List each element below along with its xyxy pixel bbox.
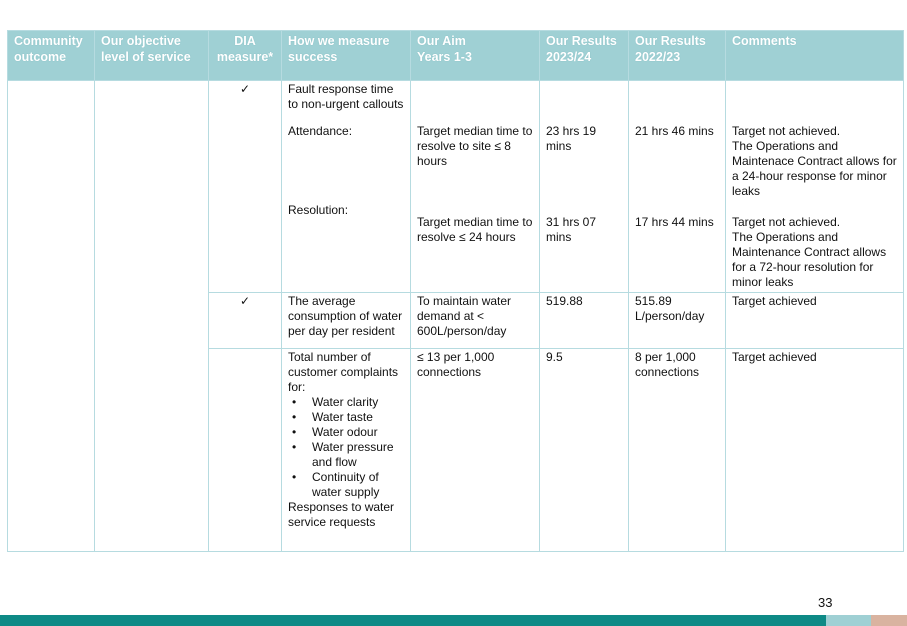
cell-aim-consumption: To maintain water demand at < 600L/perso…	[410, 292, 540, 349]
resolution-comment-detail: The Operations and Maintenance Contract …	[732, 230, 887, 289]
cell-measure-fault-response: Fault response time to non-urgent callou…	[281, 80, 411, 293]
resolution-comment-status: Target not achieved.	[732, 215, 841, 229]
header-dia-measure: DIA measure*	[208, 30, 282, 81]
resolution-result-2223: 17 hrs 44 mins	[635, 215, 714, 229]
cell-community-outcome	[7, 80, 95, 552]
complaints-intro: Total number of customer complaints for:	[288, 350, 399, 394]
attendance-result-2324: 23 hrs 19 mins	[546, 124, 597, 153]
header-how-we-measure: How we measure success	[281, 30, 411, 81]
attendance-result-2223: 21 hrs 46 mins	[635, 124, 714, 138]
cell-comments-fault-response: Target not achieved. The Operations and …	[725, 80, 904, 293]
levels-of-service-table: Community outcome Our objective level of…	[7, 30, 904, 552]
header-results-2023-24: Our Results 2023/24	[539, 30, 629, 81]
cell-measure-consumption: The average consumption of water per day…	[281, 292, 411, 349]
cell-result-2223-complaints: 8 per 1,000 connections	[628, 348, 726, 552]
cell-result-2324-complaints: 9.5	[539, 348, 629, 552]
cell-comment-consumption: Target achieved	[725, 292, 904, 349]
footer-bar-teal	[0, 615, 826, 626]
header-results-2022-23: Our Results 2022/23	[628, 30, 726, 81]
header-community-outcome: Community outcome	[7, 30, 95, 81]
resolution-label: Resolution:	[288, 203, 349, 217]
dia-check-mark: ✓	[208, 292, 282, 349]
cell-aim-complaints: ≤ 13 per 1,000 connections	[410, 348, 540, 552]
list-item: Water taste	[288, 410, 404, 425]
measure-intro: Fault response time to non-urgent callou…	[288, 82, 404, 111]
table-row: ✓ Fault response time to non-urgent call…	[7, 80, 904, 552]
cell-results-2223-fault-response: 21 hrs 46 mins 17 hrs 44 mins	[628, 80, 726, 293]
attendance-comment-detail: The Operations and Maintenace Contract a…	[732, 139, 897, 198]
attendance-aim: Target median time to resolve to site ≤ …	[417, 124, 533, 168]
attendance-comment-status: Target not achieved.	[732, 124, 841, 138]
footer-bar-tan	[871, 615, 907, 626]
attendance-label: Attendance:	[288, 124, 353, 138]
list-item: Water odour	[288, 425, 404, 440]
cell-measure-complaints: Total number of customer complaints for:…	[281, 348, 411, 552]
page-number: 33	[818, 595, 833, 610]
table-row: Total number of customer complaints for:…	[8, 348, 904, 552]
dia-check-empty	[208, 348, 282, 552]
header-comments: Comments	[725, 30, 904, 81]
complaints-list: Water clarity Water taste Water odour Wa…	[288, 395, 404, 500]
table-header-row: Community outcome Our objective level of…	[7, 30, 904, 81]
footer-bar-light-teal	[826, 615, 871, 626]
cell-aim-fault-response: Target median time to resolve to site ≤ …	[410, 80, 540, 293]
cell-result-2223-consumption: 515.89 L/person/day	[628, 292, 726, 349]
list-item: Water clarity	[288, 395, 404, 410]
list-item: Continuity of water supply	[288, 470, 404, 500]
complaints-outro: Responses to water service requests	[288, 500, 395, 529]
cell-comment-complaints: Target achieved	[725, 348, 904, 552]
cell-objective	[94, 80, 209, 552]
list-item: Water pressure and flow	[288, 440, 404, 470]
resolution-aim: Target median time to resolve ≤ 24 hours	[417, 215, 533, 244]
cell-result-2324-consumption: 519.88	[539, 292, 629, 349]
cell-results-2324-fault-response: 23 hrs 19 mins 31 hrs 07 mins	[539, 80, 629, 293]
dia-check-mark: ✓	[208, 80, 282, 293]
header-our-aim: Our Aim Years 1-3	[410, 30, 540, 81]
resolution-result-2324: 31 hrs 07 mins	[546, 215, 597, 244]
header-objective: Our objective level of service	[94, 30, 209, 81]
